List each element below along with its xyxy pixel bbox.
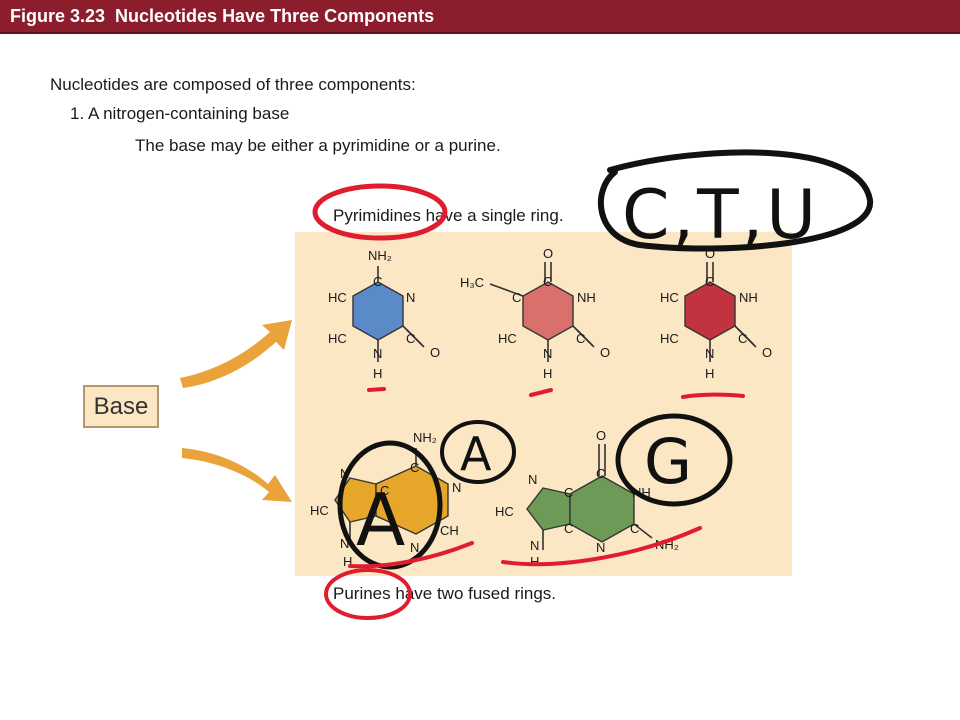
atom-n: N (528, 472, 537, 487)
atom-c: C (564, 485, 573, 500)
atom-c: C (630, 521, 639, 536)
thymine-structure: O H₃C C C NH HC C O N H (460, 246, 610, 381)
atom-n: N (410, 540, 419, 555)
atom-ch: CH (440, 523, 459, 538)
atom-nh: NH (739, 290, 758, 305)
slide-title: Figure 3.23 Nucleotides Have Three Compo… (10, 6, 435, 26)
handwritten-a-large: A (356, 478, 405, 562)
atom-nh2: NH₂ (413, 430, 437, 445)
base-box: Base (83, 385, 159, 428)
atom-n: N (373, 346, 382, 361)
atom-c: C (576, 331, 585, 346)
uracil-structure: O C HC NH HC C O N H (660, 246, 772, 381)
atom-hc: HC (328, 331, 347, 346)
atom-o: O (600, 345, 610, 360)
atom-c: C (596, 466, 605, 481)
handwritten-a-small: A (460, 427, 492, 481)
atom-n: N (340, 536, 349, 551)
atom-n: N (406, 290, 415, 305)
atom-h: H (530, 554, 539, 569)
atom-hc: HC (310, 503, 329, 518)
atom-o: O (705, 246, 715, 261)
atom-nh: NH (577, 290, 596, 305)
atom-c: C (373, 274, 382, 289)
atom-h: H (543, 366, 552, 381)
list-item-base: 1. A nitrogen-containing base (70, 104, 290, 123)
atom-hc: HC (328, 290, 347, 305)
atom-c: C (380, 483, 389, 498)
handwritten-ctu: C,T,U (622, 176, 819, 255)
atom-h: H (373, 366, 382, 381)
atom-c: C (410, 460, 419, 475)
adenine-structure: NH₂ N C N HC C CH N N H (310, 430, 461, 569)
base-note: The base may be either a pyrimidine or a… (135, 136, 501, 155)
atom-hc: HC (495, 504, 514, 519)
atom-h: H (343, 554, 352, 569)
cytosine-structure: NH₂ C HC N HC C O N H (328, 248, 440, 381)
atom-h3c: H₃C (460, 275, 484, 290)
atom-hc: HC (498, 331, 517, 346)
atom-hc: HC (660, 290, 679, 305)
atom-c: C (406, 331, 415, 346)
pyrimidine-caption: Pyrimidines have a single ring. (333, 206, 564, 225)
atom-nh2: NH₂ (368, 248, 392, 263)
purine-caption: Purines have two fused rings. (333, 584, 557, 603)
atom-h: H (705, 366, 714, 381)
arrow-to-purines (182, 448, 292, 502)
atom-c: C (564, 521, 573, 536)
atom-c: C (512, 290, 521, 305)
atom-n: N (452, 480, 461, 495)
guanine-structure: O C N C NH HC C C NH₂ N N H (495, 428, 679, 569)
atom-c: C (738, 331, 747, 346)
ink-annotations: C,T,U A A G (312, 149, 873, 620)
atom-o: O (762, 345, 772, 360)
atom-n: N (596, 540, 605, 555)
atom-o: O (430, 345, 440, 360)
atom-n: N (543, 346, 552, 361)
intro-text: Nucleotides are composed of three compon… (50, 75, 416, 94)
atom-o: O (596, 428, 606, 443)
handwritten-g: G (644, 425, 692, 498)
atom-n: N (530, 538, 539, 553)
base-label: Base (93, 392, 149, 420)
title-bar: Figure 3.23 Nucleotides Have Three Compo… (0, 0, 960, 34)
arrow-to-pyrimidines (180, 320, 292, 388)
atom-c: C (543, 274, 552, 289)
atom-c: C (705, 274, 714, 289)
atom-o: O (543, 246, 553, 261)
atom-n: N (705, 346, 714, 361)
atom-hc: HC (660, 331, 679, 346)
